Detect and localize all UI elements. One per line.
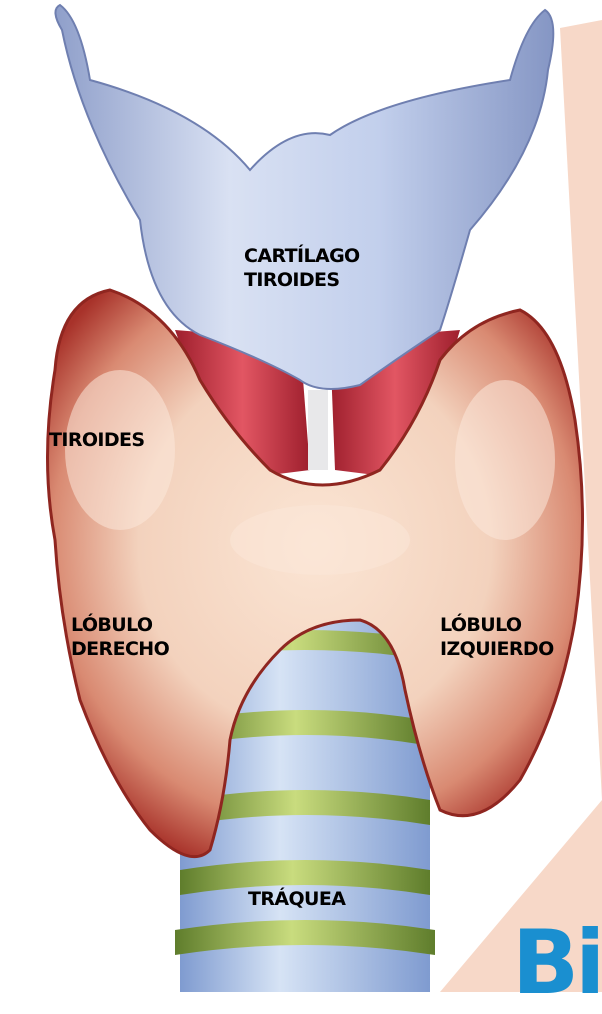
label-thyroid-cartilage: CARTÍLAGO TIROIDES (244, 244, 360, 292)
label-line: CARTÍLAGO (244, 244, 360, 268)
brand-logo-text: Bi (512, 928, 601, 998)
label-trachea: TRÁQUEA (248, 887, 345, 911)
label-thyroid: TIROIDES (49, 428, 145, 452)
label-line: LÓBULO (71, 613, 169, 637)
label-line: DERECHO (71, 637, 169, 661)
label-line: TIROIDES (244, 268, 360, 292)
label-left-lobe: LÓBULO IZQUIERDO (440, 613, 554, 661)
label-line: IZQUIERDO (440, 637, 554, 661)
anatomy-illustration (0, 0, 602, 992)
thyroid-anatomy-diagram: CARTÍLAGO TIROIDES TIROIDES LÓBULO DEREC… (0, 0, 602, 992)
label-right-lobe: LÓBULO DERECHO (71, 613, 169, 661)
label-line: LÓBULO (440, 613, 554, 637)
